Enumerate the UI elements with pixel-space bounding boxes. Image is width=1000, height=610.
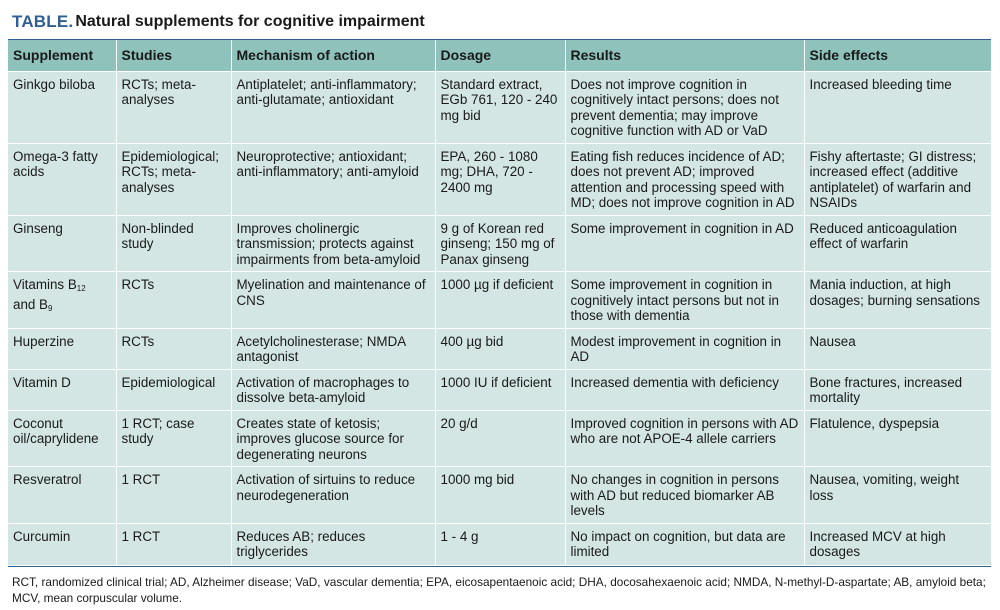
cell-mechanism: Acetylcholinesterase; NMDA antagonist: [231, 328, 436, 370]
cell-supplement: Huperzine: [8, 328, 117, 370]
cell-supplement: Curcumin: [8, 523, 117, 566]
header-side-effects: Side effects: [804, 40, 991, 72]
cell-studies: Non-blinded study: [116, 215, 232, 272]
cell-supplement: Ginseng: [8, 215, 117, 272]
table-row: Vitamin D Epidemiological Activation of …: [8, 369, 991, 411]
table-row: Curcumin 1 RCT Reduces AB; reduces trigl…: [8, 523, 991, 566]
cell-side-effects: Flatulence, dyspepsia: [804, 410, 991, 467]
cell-side-effects: Mania induction, at high dosages; burnin…: [804, 271, 991, 329]
cell-studies: Epidemiological: [116, 369, 232, 411]
cell-studies: RCTs; meta-analyses: [116, 71, 232, 144]
header-supplement: Supplement: [8, 40, 117, 72]
cell-side-effects: Fishy aftertaste; GI distress; increased…: [804, 143, 991, 216]
cell-mechanism: Myelination and maintenance of CNS: [231, 271, 436, 329]
table-row: Huperzine RCTs Acetylcholinesterase; NMD…: [8, 328, 991, 370]
cell-results: Does not improve cognition in cognitivel…: [565, 71, 805, 144]
cell-side-effects: Increased MCV at high dosages: [804, 523, 991, 566]
header-studies: Studies: [116, 40, 232, 72]
cell-mechanism: Activation of macrophages to dissolve be…: [231, 369, 436, 411]
cell-results: No impact on cognition, but data are lim…: [565, 523, 805, 566]
table-footnote: RCT, randomized clinical trial; AD, Alzh…: [8, 565, 991, 610]
header-dosage: Dosage: [435, 40, 566, 72]
cell-mechanism: Creates state of ketosis; improves gluco…: [231, 410, 436, 467]
cell-dosage: 9 g of Korean red ginseng; 150 mg of Pan…: [435, 215, 566, 272]
table-row: Coconut oil/caprylidene 1 RCT; case stud…: [8, 410, 991, 467]
table-frame: TABLE. Natural supplements for cognitive…: [8, 5, 991, 610]
cell-side-effects: Increased bleeding time: [804, 71, 991, 144]
table-header-row: Supplement Studies Mechanism of action D…: [8, 40, 991, 72]
cell-mechanism: Neuroprotective; antioxidant; anti-infla…: [231, 143, 436, 216]
cell-dosage: 400 µg bid: [435, 328, 566, 370]
cell-studies: 1 RCT: [116, 466, 232, 524]
cell-supplement: Ginkgo biloba: [8, 71, 117, 144]
cell-mechanism: Improves cholinergic transmission; prote…: [231, 215, 436, 272]
table-row: Resveratrol 1 RCT Activation of sirtuins…: [8, 466, 991, 524]
cell-supplement: Omega-3 fatty acids: [8, 143, 117, 216]
table-row: Ginseng Non-blinded study Improves choli…: [8, 215, 991, 272]
cell-dosage: Standard extract, EGb 761, 120 - 240 mg …: [435, 71, 566, 144]
cell-studies: RCTs: [116, 271, 232, 329]
cell-supplement: Coconut oil/caprylidene: [8, 410, 117, 467]
cell-studies: RCTs: [116, 328, 232, 370]
cell-side-effects: Bone fractures, increased mortality: [804, 369, 991, 411]
cell-mechanism: Antiplatelet; anti-inflammatory; anti-gl…: [231, 71, 436, 144]
cell-mechanism: Reduces AB; reduces triglycerides: [231, 523, 436, 566]
table-title-text: Natural supplements for cognitive impair…: [75, 13, 425, 30]
cell-dosage: EPA, 260 - 1080 mg; DHA, 720 - 2400 mg: [435, 143, 566, 216]
cell-studies: Epidemiological; RCTs; meta-analyses: [116, 143, 232, 216]
cell-results: Some improvement in cognition in cogniti…: [565, 271, 805, 329]
cell-results: Improved cognition in persons with AD wh…: [565, 410, 805, 467]
cell-dosage: 1000 µg if deficient: [435, 271, 566, 329]
cell-side-effects: Nausea: [804, 328, 991, 370]
cell-supplement: Resveratrol: [8, 466, 117, 524]
cell-side-effects: Nausea, vomiting, weight loss: [804, 466, 991, 524]
table-row: Omega-3 fatty acids Epidemiological; RCT…: [8, 143, 991, 216]
cell-results: Modest improvement in cognition in AD: [565, 328, 805, 370]
cell-results: Increased dementia with deficiency: [565, 369, 805, 411]
cell-dosage: 1 - 4 g: [435, 523, 566, 566]
cell-dosage: 1000 IU if deficient: [435, 369, 566, 411]
cell-results: No changes in cognition in persons with …: [565, 466, 805, 524]
table-title-prefix: TABLE.: [12, 12, 74, 31]
cell-side-effects: Reduced anticoagulation effect of warfar…: [804, 215, 991, 272]
supplements-table: Supplement Studies Mechanism of action D…: [8, 40, 991, 566]
cell-supplement: Vitamin D: [8, 369, 117, 411]
cell-studies: 1 RCT; case study: [116, 410, 232, 467]
header-results: Results: [565, 40, 805, 72]
cell-dosage: 1000 mg bid: [435, 466, 566, 524]
table-row: Ginkgo biloba RCTs; meta-analyses Antipl…: [8, 71, 991, 144]
header-mechanism: Mechanism of action: [231, 40, 436, 72]
cell-results: Some improvement in cognition in AD: [565, 215, 805, 272]
cell-studies: 1 RCT: [116, 523, 232, 566]
table-title: TABLE. Natural supplements for cognitive…: [8, 5, 991, 40]
cell-dosage: 20 g/d: [435, 410, 566, 467]
cell-mechanism: Activation of sirtuins to reduce neurode…: [231, 466, 436, 524]
cell-results: Eating fish reduces incidence of AD; doe…: [565, 143, 805, 216]
